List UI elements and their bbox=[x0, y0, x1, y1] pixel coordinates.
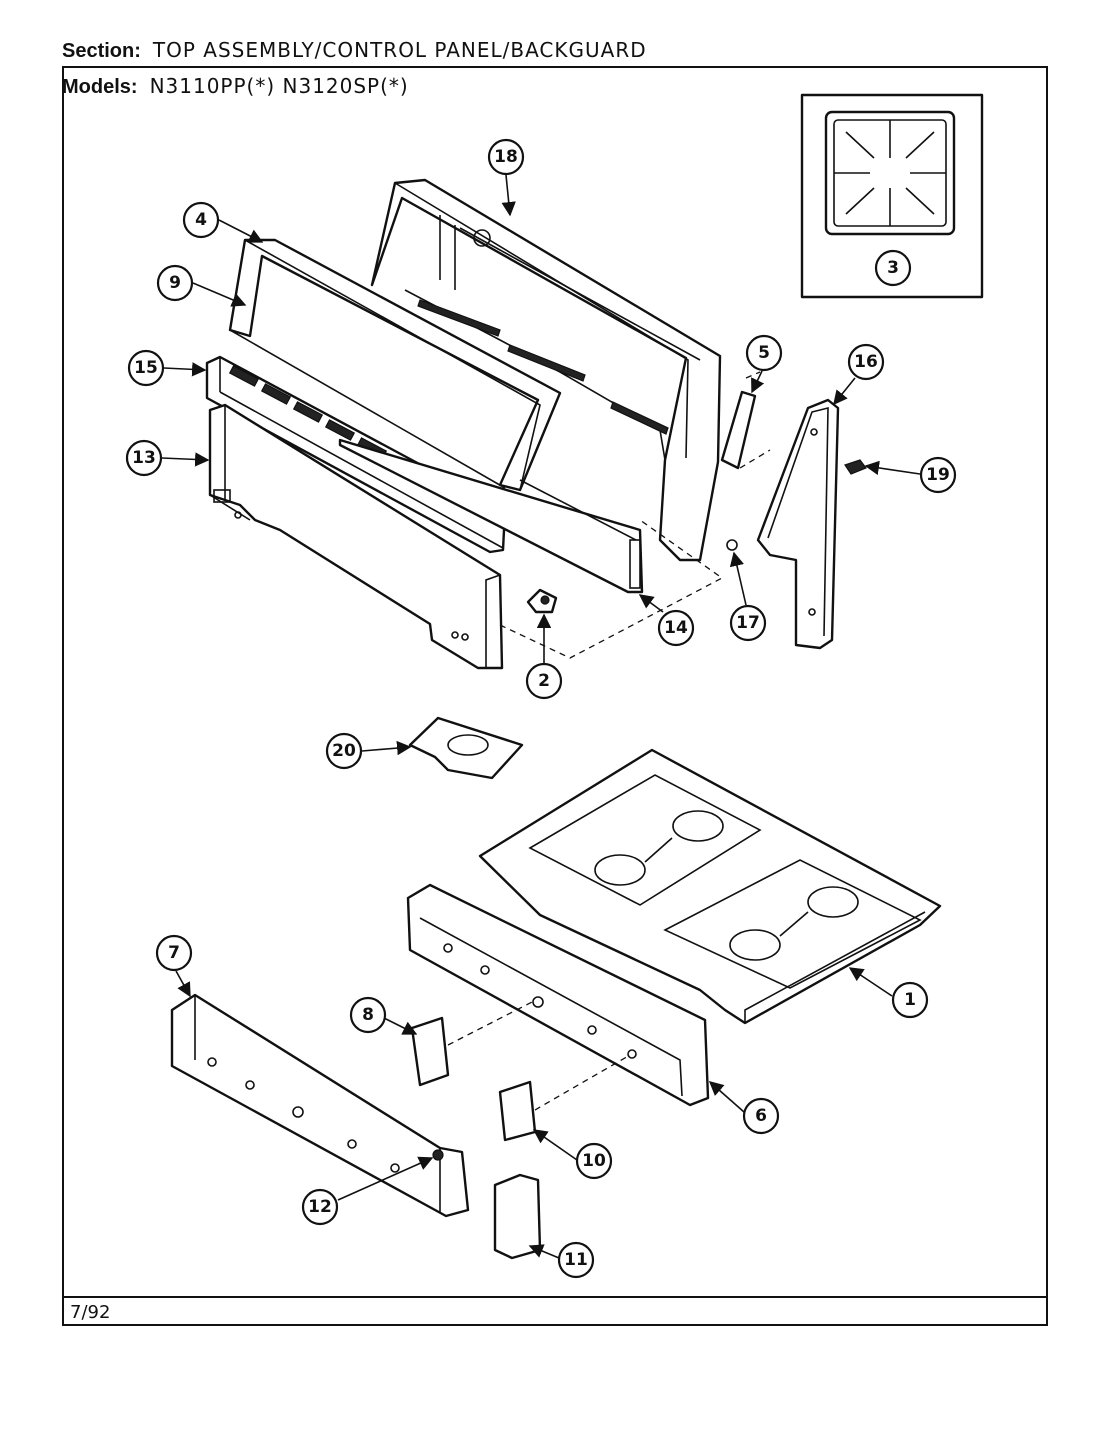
svg-text:7: 7 bbox=[168, 943, 180, 963]
control-panel-front bbox=[170, 993, 470, 1218]
callout-2: 2 bbox=[525, 613, 563, 700]
svg-text:9: 9 bbox=[169, 273, 181, 293]
section-title: TOP ASSEMBLY/CONTROL PANEL/BACKGUARD bbox=[152, 38, 647, 62]
lower-box-panel bbox=[208, 403, 504, 670]
diagram-frame bbox=[62, 66, 1048, 1326]
callout-8: 8 bbox=[349, 996, 418, 1035]
callout-15: 15 bbox=[127, 349, 207, 387]
callout-16: 16 bbox=[833, 343, 885, 406]
backguard-frame bbox=[370, 178, 722, 562]
callout-12: 12 bbox=[301, 1156, 434, 1226]
callout-18: 18 bbox=[487, 138, 525, 217]
section-label: Section: bbox=[62, 40, 141, 62]
svg-text:13: 13 bbox=[132, 448, 156, 468]
rear-panel bbox=[338, 438, 644, 594]
revision-date: 7/92 bbox=[70, 1302, 111, 1323]
svg-text:4: 4 bbox=[195, 210, 207, 230]
callout-10: 10 bbox=[532, 1129, 613, 1180]
svg-text:12: 12 bbox=[308, 1197, 332, 1217]
mounting-clip bbox=[526, 588, 558, 614]
callouts: 18 4 9 15 13 3 5 bbox=[125, 138, 957, 1279]
grate-inset bbox=[800, 93, 984, 299]
models-list: N3110PP(*) N3120SP(*) bbox=[149, 74, 409, 98]
screw bbox=[844, 459, 867, 475]
svg-text:14: 14 bbox=[664, 618, 688, 638]
control-panel-top bbox=[228, 238, 562, 492]
trim-block bbox=[493, 1173, 542, 1260]
svg-text:2: 2 bbox=[538, 671, 550, 691]
models-heading: Models: N3110PP(*) N3120SP(*) bbox=[62, 74, 409, 99]
svg-text:20: 20 bbox=[332, 741, 356, 761]
side-bracket bbox=[720, 390, 757, 470]
callout-20: 20 bbox=[325, 732, 412, 770]
callout-9: 9 bbox=[156, 264, 247, 307]
svg-text:10: 10 bbox=[582, 1151, 606, 1171]
callout-13: 13 bbox=[125, 439, 210, 477]
svg-text:6: 6 bbox=[755, 1106, 767, 1126]
svg-text:1: 1 bbox=[904, 990, 916, 1010]
callout-19: 19 bbox=[864, 456, 957, 494]
callout-11: 11 bbox=[528, 1241, 595, 1279]
callout-7: 7 bbox=[155, 934, 193, 998]
svg-text:15: 15 bbox=[134, 358, 158, 378]
cooktop bbox=[478, 748, 942, 1025]
callout-17: 17 bbox=[729, 551, 767, 642]
callout-5: 5 bbox=[745, 334, 783, 394]
callout-1: 1 bbox=[848, 967, 929, 1019]
svg-text:11: 11 bbox=[564, 1250, 588, 1270]
burner-cap-plate bbox=[408, 716, 524, 780]
svg-text:8: 8 bbox=[362, 1005, 374, 1025]
svg-text:5: 5 bbox=[758, 343, 770, 363]
footer-divider bbox=[62, 1296, 1048, 1298]
callout-14: 14 bbox=[638, 594, 695, 647]
small-nut bbox=[726, 539, 738, 551]
section-heading: Section: TOP ASSEMBLY/CONTROL PANEL/BACKG… bbox=[62, 38, 647, 63]
callout-6: 6 bbox=[708, 1081, 780, 1135]
burner-knob-8 bbox=[410, 1016, 450, 1087]
svg-text:19: 19 bbox=[926, 465, 950, 485]
models-label: Models: bbox=[62, 76, 138, 98]
manifold-panel bbox=[406, 883, 710, 1107]
svg-text:3: 3 bbox=[887, 258, 899, 278]
burner-knob-10 bbox=[498, 1080, 537, 1142]
svg-text:18: 18 bbox=[494, 147, 518, 167]
callout-3: 3 bbox=[874, 249, 912, 287]
callout-4: 4 bbox=[182, 201, 264, 243]
svg-text:17: 17 bbox=[736, 613, 760, 633]
side-trim bbox=[756, 398, 840, 650]
svg-text:16: 16 bbox=[854, 352, 878, 372]
